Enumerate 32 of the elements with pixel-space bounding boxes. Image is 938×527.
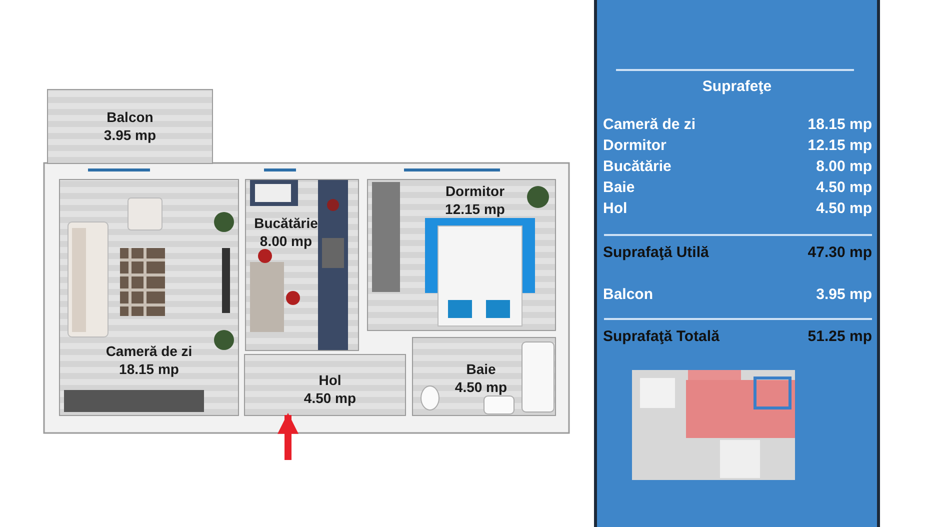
area-name: Bucătărie <box>603 158 672 175</box>
area-value: 51.25 mp <box>808 328 872 345</box>
room-area-value: 4.50 mp <box>454 378 508 396</box>
room-area-value: 4.50 mp <box>302 389 358 408</box>
room-name: Balcon <box>106 108 154 126</box>
room-area-value: 12.15 mp <box>444 200 506 218</box>
room-name: Bucătărie <box>253 214 319 232</box>
area-value: 4.50 mp <box>816 179 872 196</box>
room-name: Cameră de zi <box>104 342 194 360</box>
area-value: 12.15 mp <box>808 137 872 154</box>
room-area-value: 3.95 mp <box>102 126 158 144</box>
area-name: Cameră de zi <box>603 116 696 133</box>
area-name: Suprafaţă Totală <box>603 328 720 345</box>
area-value: 8.00 mp <box>816 158 872 175</box>
room-area <box>245 355 405 415</box>
table-heading: Suprafeţe <box>701 78 773 95</box>
area-name: Dormitor <box>603 137 666 154</box>
room-area-value: 18.15 mp <box>118 360 180 378</box>
area-name: Baie <box>603 179 635 196</box>
area-value: 47.30 mp <box>808 244 872 261</box>
room-name: Baie <box>465 360 497 378</box>
area-value: 4.50 mp <box>816 200 872 217</box>
room-area <box>48 90 212 163</box>
area-value: 18.15 mp <box>808 116 872 133</box>
room-name: Hol <box>318 371 342 390</box>
room-area-value: 8.00 mp <box>258 232 314 250</box>
area-name: Suprafaţă Utilă <box>603 244 709 261</box>
area-name: Balcon <box>603 286 654 303</box>
area-value: 3.95 mp <box>816 286 872 303</box>
entrance-arrow <box>278 412 298 460</box>
room-name: Dormitor <box>444 182 506 200</box>
area-name: Hol <box>603 200 628 217</box>
